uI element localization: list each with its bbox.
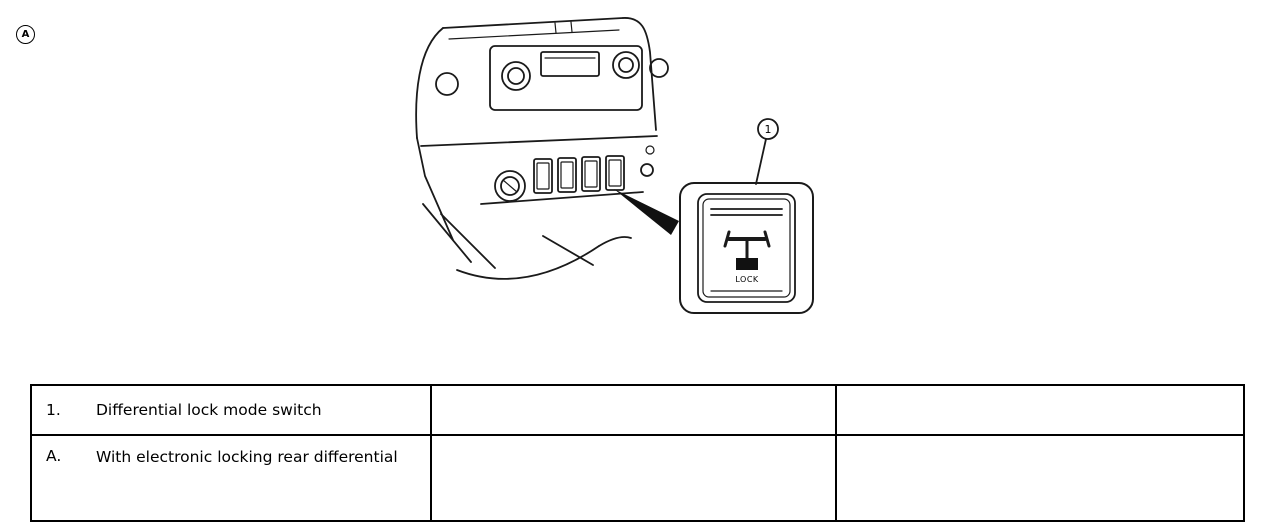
differential-lock-icon [723, 230, 771, 270]
legend-label: Differential lock mode switch [96, 400, 322, 419]
switch-blank-1 [533, 158, 553, 194]
switch-panel [494, 145, 655, 202]
radio-knob-right [612, 51, 640, 79]
legend-table: 1. Differential lock mode switch A. With… [30, 384, 1245, 522]
console-top-inner-edge [448, 29, 620, 40]
lower-console-lines [422, 203, 632, 280]
radio-unit [489, 45, 643, 111]
rotary-dial [494, 170, 526, 202]
switch-blank-3 [581, 156, 601, 192]
console-lower-left-edge [416, 137, 454, 241]
switch-panel-bottom-edge [480, 191, 644, 205]
console-left-edge [415, 27, 444, 139]
legend-cell-item-1: 1. Differential lock mode switch [32, 386, 432, 436]
legend-cell-empty [432, 386, 837, 436]
dashboard-console-drawing: LOCK 1 [415, 17, 814, 314]
switch-blank-2 [557, 157, 577, 193]
pointer-arrow [614, 189, 679, 235]
radio-knob-left [501, 61, 531, 91]
legend-key: 1. [46, 401, 61, 419]
panel-screw-hole [640, 163, 654, 177]
console-right-edge [622, 17, 657, 131]
bezel-circle-right [649, 58, 669, 78]
bezel-circle-left [435, 72, 459, 96]
console-seam-right [570, 21, 573, 33]
detail-switch: LOCK [679, 182, 814, 314]
console-seam-left [554, 22, 557, 34]
callout-1-number: 1 [765, 123, 772, 136]
callout-1: 1 [755, 118, 779, 185]
switch-diff-lock-location [605, 155, 625, 191]
radio-slot [540, 51, 600, 77]
console-illustration: LOCK 1 [415, 17, 814, 314]
panel-crease [420, 135, 658, 147]
legend-cell-empty [837, 386, 1243, 436]
variant-label-text: A [21, 28, 30, 40]
callout-leader-line [755, 138, 767, 185]
legend-key: A. [46, 447, 62, 465]
legend-cell-item-a: A. With electronic locking rear differen… [32, 436, 432, 520]
panel-small-hole [645, 145, 655, 155]
lock-label: LOCK [735, 275, 759, 284]
console-top-edge [442, 17, 624, 29]
variant-label-a: A [16, 25, 35, 44]
legend-cell-empty [837, 436, 1243, 520]
legend-label: With electronic locking rear differentia… [96, 448, 398, 466]
legend-cell-empty [432, 436, 837, 520]
